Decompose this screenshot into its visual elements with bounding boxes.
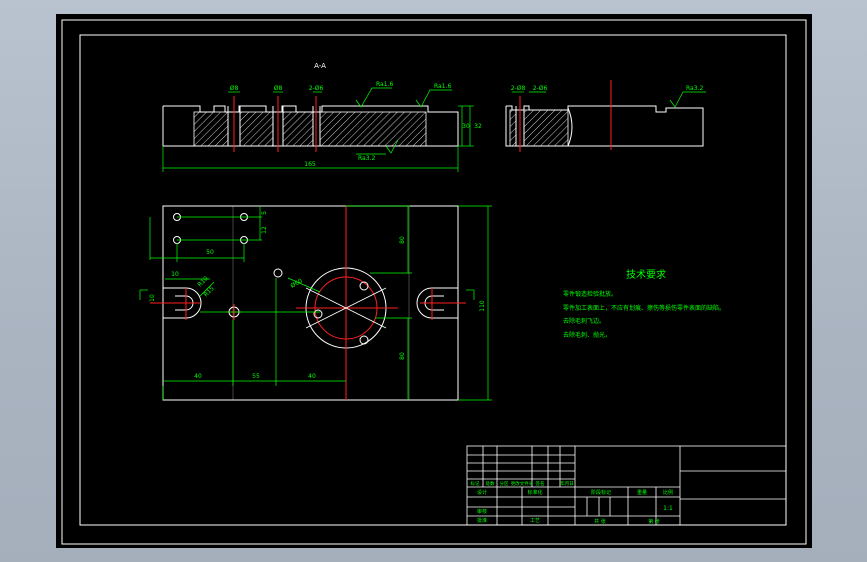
note-item: 零件加工表面上，不应有划痕、擦伤等损伤零件表面的缺陷。 [563, 304, 725, 312]
dim-plan-50: 50 [206, 249, 214, 256]
dim-plan-110: 110 [479, 300, 486, 312]
dim-section-d1: Ø8 [230, 85, 239, 92]
title-block [466, 445, 787, 526]
notes-title: 技术要求 [626, 268, 666, 281]
tb-row-label: 标记 [471, 480, 480, 487]
tb-approve: 批准 [477, 517, 487, 524]
roughness-3: Ra3.2 [358, 155, 375, 162]
dim-plan-40b: 40 [308, 373, 316, 380]
dim-plan-55: 55 [252, 373, 260, 380]
tb-review: 审核 [477, 508, 487, 515]
tb-row-label: 更改文件号 [511, 480, 534, 487]
title-block-text: 标记 处数 分区 更改文件号 签名 年月日 设计 标准化 阶段标记 重量 比例 … [471, 480, 674, 525]
dim-plan-r15: R15 [202, 285, 215, 298]
side-outline [505, 105, 704, 147]
dim-plan-80a: 80 [399, 236, 406, 244]
tb-sheet-no: 第 张 [648, 518, 660, 525]
section-label: A-A [314, 62, 326, 70]
side-view: 2-Ø8 2-Ø6 Ra3.2 [505, 80, 706, 152]
tb-row-label: 年月日 [560, 480, 574, 487]
note-item: 零件锻造检验批放。 [563, 290, 617, 298]
section-outline [162, 105, 459, 147]
side-hatch-1 [509, 109, 517, 147]
cad-drawing: A-A [61, 19, 807, 545]
section-hatch-2 [239, 111, 274, 147]
tb-scale-value: 1:1 [663, 505, 673, 512]
dim-plan-5: 5 [261, 211, 268, 215]
dim-section-height-b: 32 [474, 123, 482, 130]
dim-section-height-a: 30 [462, 123, 470, 130]
tb-weight: 重量 [637, 489, 647, 496]
dim-section-d2: Ø8 [274, 85, 283, 92]
tb-row-label: 签名 [536, 480, 545, 487]
dim-plan-10: 10 [171, 271, 179, 278]
cad-viewport[interactable]: A-A [56, 14, 812, 548]
dim-plan-r10: R10 [196, 275, 209, 288]
tb-scale-label: 比例 [663, 489, 673, 496]
plan-outline [162, 205, 459, 401]
dim-side-d1: 2-Ø8 [511, 85, 526, 92]
roughness-4: Ra3.2 [686, 85, 703, 92]
note-item: 去除毛刺飞边。 [563, 317, 605, 325]
note-item: 去除毛刺、抛光。 [563, 331, 611, 339]
section-hatch-4 [319, 111, 427, 147]
dim-plan-40a: 40 [194, 373, 202, 380]
dim-plan-80b: 80 [399, 352, 406, 360]
dim-plan-12: 12 [261, 226, 268, 234]
plan-view: 40 55 40 110 80 80 10 5 12 50 R10 R15 Ø6… [139, 205, 492, 401]
roughness-1: Ra1.6 [376, 81, 393, 88]
tb-design: 设计 [477, 489, 487, 496]
section-hatch-1 [193, 111, 229, 147]
technical-notes: 技术要求 零件锻造检验批放。 零件加工表面上，不应有划痕、擦伤等损伤零件表面的缺… [563, 268, 725, 339]
section-hatch-3 [282, 111, 314, 147]
section-view: A-A [162, 62, 482, 172]
tb-row-label: 处数 [486, 480, 495, 487]
dim-plan-10b: 10 [149, 294, 156, 302]
drawing-inner-frame [79, 34, 787, 526]
side-hatch-2 [523, 109, 569, 147]
tb-row-label: 分区 [500, 480, 509, 487]
roughness-2: Ra1.6 [434, 83, 451, 90]
dim-section-length: 165 [304, 161, 316, 168]
drawing-border [61, 19, 807, 545]
tb-standard: 标准化 [527, 489, 542, 496]
dim-section-d3: 2-Ø6 [309, 85, 324, 92]
tb-stage-mark: 阶段标记 [591, 489, 611, 496]
dim-side-d2: 2-Ø6 [533, 85, 548, 92]
tb-craft: 工艺 [530, 518, 540, 524]
tb-sheet-total: 共 张 [594, 518, 606, 525]
